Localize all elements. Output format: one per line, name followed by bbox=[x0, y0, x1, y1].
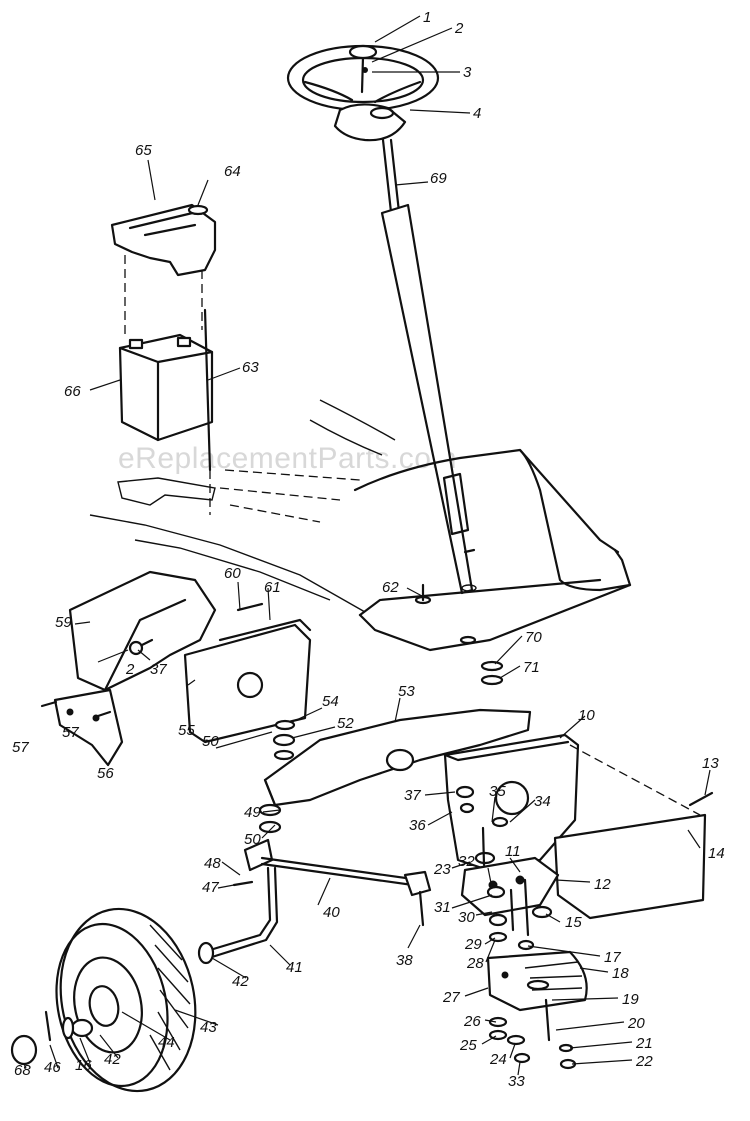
callout-2: 2 bbox=[454, 20, 464, 37]
left-bracket-59 bbox=[68, 570, 217, 692]
callout-30: 30 bbox=[458, 909, 475, 926]
spindle-assembly bbox=[197, 803, 422, 965]
callout-52: 52 bbox=[337, 715, 354, 732]
callout-23: 23 bbox=[433, 861, 451, 878]
callout-68: 68 bbox=[14, 1062, 31, 1079]
battery-rod bbox=[203, 308, 212, 515]
callout-47: 47 bbox=[202, 879, 219, 896]
callout-46: 46 bbox=[44, 1059, 61, 1076]
callout-41: 41 bbox=[286, 959, 303, 976]
callout-19: 19 bbox=[622, 991, 639, 1008]
callout-63: 63 bbox=[242, 359, 259, 376]
tie-rod-end-38 bbox=[403, 870, 432, 927]
tractor-frame bbox=[89, 399, 632, 652]
callout-21: 21 bbox=[635, 1035, 653, 1052]
callout-20: 20 bbox=[627, 1015, 645, 1032]
callout-60: 60 bbox=[224, 565, 241, 582]
callout-33: 33 bbox=[508, 1073, 525, 1090]
hardware bbox=[40, 583, 714, 1070]
callout-49: 49 bbox=[244, 804, 261, 821]
callout-55: 55 bbox=[178, 722, 195, 739]
right-bracket-10 bbox=[443, 733, 580, 872]
callout-27: 27 bbox=[442, 989, 460, 1006]
callout-57a: 57 bbox=[12, 739, 29, 756]
callout-16: 16 bbox=[75, 1057, 92, 1074]
callout-65: 65 bbox=[135, 142, 152, 159]
callout-22: 22 bbox=[635, 1053, 653, 1070]
callout-29: 29 bbox=[464, 936, 482, 953]
callout-32: 32 bbox=[458, 853, 475, 870]
callout-44: 44 bbox=[158, 1034, 175, 1051]
callout-31: 31 bbox=[434, 899, 451, 916]
callout-69: 69 bbox=[430, 170, 447, 187]
front-axle bbox=[263, 708, 532, 807]
callout-42b: 42 bbox=[104, 1051, 121, 1068]
callout-71: 71 bbox=[523, 659, 540, 676]
callout-3: 3 bbox=[463, 64, 472, 81]
front-wheel bbox=[10, 907, 197, 1093]
callout-12: 12 bbox=[594, 876, 611, 893]
callout-37b: 37 bbox=[404, 787, 421, 804]
callout-37a: 37 bbox=[150, 661, 167, 678]
callout-34: 34 bbox=[534, 793, 551, 810]
callout-17: 17 bbox=[604, 949, 621, 966]
callout-57b: 57 bbox=[62, 724, 79, 741]
callout-43: 43 bbox=[200, 1019, 217, 1036]
callout-50a: 50 bbox=[202, 733, 219, 750]
battery-bracket bbox=[110, 203, 217, 277]
callout-13: 13 bbox=[702, 755, 719, 772]
callout-54: 54 bbox=[322, 693, 339, 710]
callout-10: 10 bbox=[578, 707, 595, 724]
callout-42a: 42 bbox=[232, 973, 249, 990]
callout-38: 38 bbox=[396, 952, 413, 969]
callout-26: 26 bbox=[463, 1013, 481, 1030]
callout-64: 64 bbox=[224, 163, 241, 180]
callout-11: 11 bbox=[505, 843, 521, 860]
callout-61: 61 bbox=[264, 579, 281, 596]
battery bbox=[118, 333, 214, 442]
callout-40: 40 bbox=[323, 904, 340, 921]
callout-66: 66 bbox=[64, 383, 81, 400]
callout-36: 36 bbox=[409, 817, 426, 834]
left-bracket-61 bbox=[183, 618, 312, 744]
callout-1: 1 bbox=[423, 9, 431, 26]
steering-wheel bbox=[286, 44, 440, 142]
steering-shaft bbox=[380, 138, 477, 595]
callout-15: 15 bbox=[565, 914, 582, 931]
callout-53: 53 bbox=[398, 683, 415, 700]
callout-2b: 2 bbox=[125, 661, 135, 678]
callout-56: 56 bbox=[97, 765, 114, 782]
callout-48: 48 bbox=[204, 855, 221, 872]
watermark: eReplacementParts.com bbox=[118, 442, 457, 475]
callout-62: 62 bbox=[382, 579, 399, 596]
callout-18: 18 bbox=[612, 965, 629, 982]
callout-70: 70 bbox=[525, 629, 542, 646]
callout-14: 14 bbox=[708, 845, 725, 862]
callout-59: 59 bbox=[55, 614, 72, 631]
callout-25: 25 bbox=[459, 1037, 477, 1054]
callout-50b: 50 bbox=[244, 831, 261, 848]
callout-28: 28 bbox=[466, 955, 484, 972]
leader-lines bbox=[23, 15, 711, 1076]
callout-labels: 1 2 3 4 69 65 64 66 63 62 70 71 60 61 59… bbox=[12, 9, 725, 1090]
side-guard-14 bbox=[553, 744, 707, 920]
callout-35: 35 bbox=[489, 783, 506, 800]
callout-24: 24 bbox=[489, 1051, 507, 1068]
callout-4: 4 bbox=[473, 105, 481, 122]
